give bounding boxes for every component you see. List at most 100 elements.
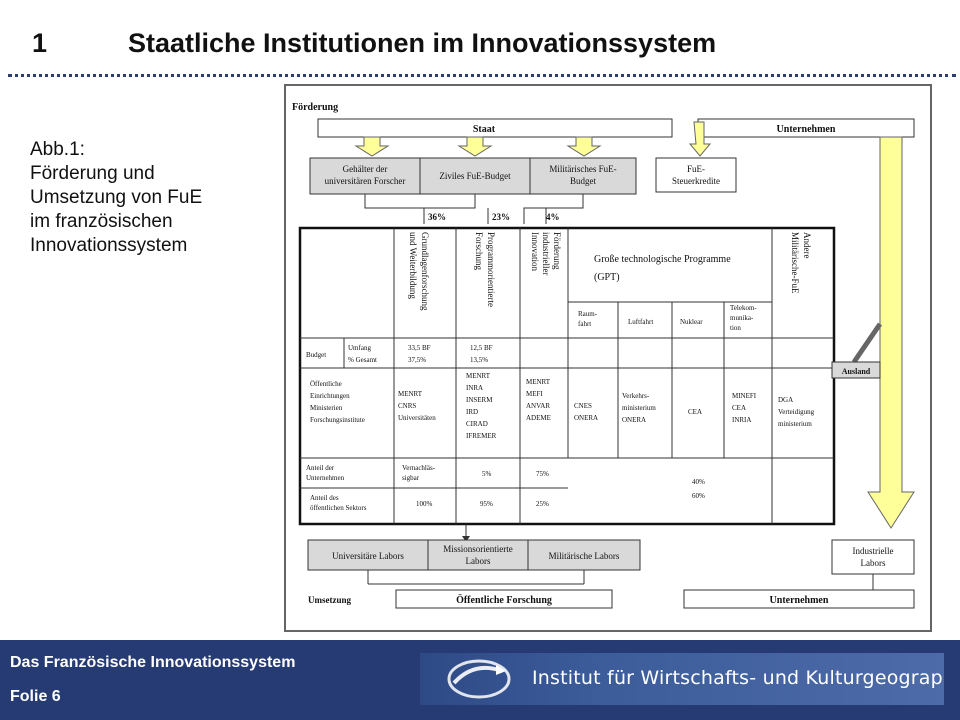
title-divider — [8, 74, 956, 77]
col-foerderung-header: Innovation — [530, 232, 540, 271]
institution: MENRT — [398, 390, 423, 398]
institution: MINEFI — [732, 392, 757, 400]
institution: CEA — [732, 404, 746, 412]
anteil-unternehmen-label: Anteil der — [306, 464, 335, 472]
mission-labors-label: Labors — [466, 556, 491, 566]
uni-labors-box — [307, 539, 429, 571]
flow-arrowhead — [462, 536, 470, 542]
ausland-arrow — [851, 322, 883, 364]
institution: ministerium — [622, 404, 656, 412]
oeff-einrichtungen-label: Öffentliche — [310, 380, 342, 388]
budget-value: 13,5% — [470, 356, 488, 364]
caption-line: Umsetzung von FuE — [30, 187, 203, 208]
institution: MENRT — [526, 378, 551, 386]
anteil-value: sigbar — [402, 474, 420, 482]
pct-4: 4% — [546, 212, 560, 222]
foerderung-label: Förderung — [292, 102, 338, 113]
milit-labors-label: Militärische Labors — [549, 551, 620, 561]
table-grid — [300, 228, 834, 524]
col-programm-header: Programmorientierte — [486, 232, 496, 307]
footer-title: Das Französische Innovationssystem — [10, 654, 296, 671]
oeff-einrichtungen-label: Ministerien — [310, 404, 343, 412]
col-andere-header: Militärische-FuE — [790, 232, 800, 294]
budget-value: 12,5 BF — [470, 344, 493, 352]
caption-line: Innovationssystem — [30, 235, 188, 256]
anteil-unternehmen-label: Unternehmen — [306, 474, 345, 482]
ind-labors-label: Industrielle — [853, 546, 894, 556]
steuerkredite-label: FuE- — [687, 164, 705, 174]
institution: IRD — [466, 408, 478, 416]
uni-labors-label: Universitäre Labors — [332, 551, 404, 561]
gpt-telekom: Telekom- — [730, 304, 757, 312]
institution: INRIA — [732, 416, 751, 424]
slide-footer: Das Französische Innovationssystem Folie… — [0, 640, 960, 720]
institution: ministerium — [778, 420, 812, 428]
staat-box — [317, 118, 673, 138]
caption-line: Abb.1: — [30, 139, 85, 160]
oeff-einrichtungen-label: Forschungsinstitute — [310, 416, 365, 424]
anteil-value: 75% — [536, 470, 549, 478]
funding-arrow-yellow — [354, 136, 390, 157]
militaer-budget-label: Budget — [570, 176, 596, 186]
milit-labors-box — [527, 539, 641, 571]
institution: MEFI — [526, 390, 543, 398]
gpt-nuklear: Nuklear — [680, 318, 703, 326]
flow-line — [424, 194, 476, 209]
mission-labors-label: Missionsorientierte — [443, 544, 513, 554]
col-programm-header: Forschung — [474, 232, 484, 270]
unternehmen-bottom-box — [683, 589, 915, 609]
gpt-telekom: tion — [730, 324, 741, 332]
flow-line — [524, 207, 547, 224]
oeff-forschung-label: Öffentliche Forschung — [456, 593, 552, 606]
staat-label: Staat — [473, 124, 496, 135]
institute-logo-icon — [447, 659, 511, 699]
oeff-einrichtungen-label: Einrichtungen — [310, 392, 350, 400]
institution: ONERA — [622, 416, 646, 424]
funding-arrow-yellow — [566, 136, 602, 157]
anteil-value: 25% — [536, 500, 549, 508]
institution: CNES — [574, 402, 592, 410]
gpt-luftfahrt: Luftfahrt — [628, 318, 653, 326]
main-table — [298, 226, 836, 526]
pct-23: 23% — [492, 212, 510, 222]
institution: DGA — [778, 396, 793, 404]
caption-line: Förderung und — [30, 163, 155, 184]
steuerkredite-box — [655, 157, 737, 193]
figure-caption: Abb.1: Förderung und Umsetzung von FuE i… — [30, 138, 270, 258]
anteil-value: 60% — [692, 492, 705, 500]
funding-arrow-yellow — [457, 136, 493, 157]
ind-labors-label: Labors — [861, 558, 886, 568]
institution: ADEME — [526, 414, 551, 422]
unternehmen-top-label: Unternehmen — [777, 124, 836, 135]
militaer-budget-label: Militärisches FuE- — [549, 164, 616, 174]
budget-label: Budget — [306, 351, 326, 359]
col-andere-header: Andere — [802, 232, 812, 259]
anteil-value: Vernachläs- — [402, 464, 436, 472]
umfang-label: Umfang — [348, 344, 371, 352]
flow-line — [364, 194, 425, 224]
institute-banner: Institut für Wirtschafts- und Kulturgeog… — [420, 653, 944, 705]
institution: MENRT — [466, 372, 491, 380]
flow-line — [523, 194, 584, 224]
slide-title: Staatliche Institutionen im Innovationss… — [128, 28, 717, 58]
anteil-value: 100% — [416, 500, 433, 508]
unternehmen-arrow-yellow — [867, 136, 915, 529]
gpt-telekom: munika- — [730, 314, 754, 322]
institution: CEA — [688, 408, 702, 416]
institution: INRA — [466, 384, 483, 392]
ind-labors-box — [831, 539, 915, 575]
institution: INSERM — [466, 396, 493, 404]
funding-arrow-yellow — [688, 121, 712, 157]
col-foerderung-header: Förderung — [552, 232, 562, 270]
caption-line: im französischen — [30, 211, 173, 232]
innovation-system-diagram: Förderung Staat Unternehmen Gehälter der… — [284, 84, 932, 632]
institution: Universitäten — [398, 414, 436, 422]
ziviles-budget-box — [419, 157, 531, 195]
ausland-box — [831, 361, 881, 379]
institution: Verteidigung — [778, 408, 815, 416]
slide-header: 1 Staatliche Institutionen im Innovation… — [0, 0, 960, 80]
banner-institute-name: Institut für Wirtschafts- und Kulturgeog… — [532, 667, 944, 689]
slide-number: 1 — [32, 28, 48, 58]
gesamt-label: % Gesamt — [348, 356, 377, 364]
col-grundlagen-header: Grundlagenforschung — [420, 232, 430, 311]
